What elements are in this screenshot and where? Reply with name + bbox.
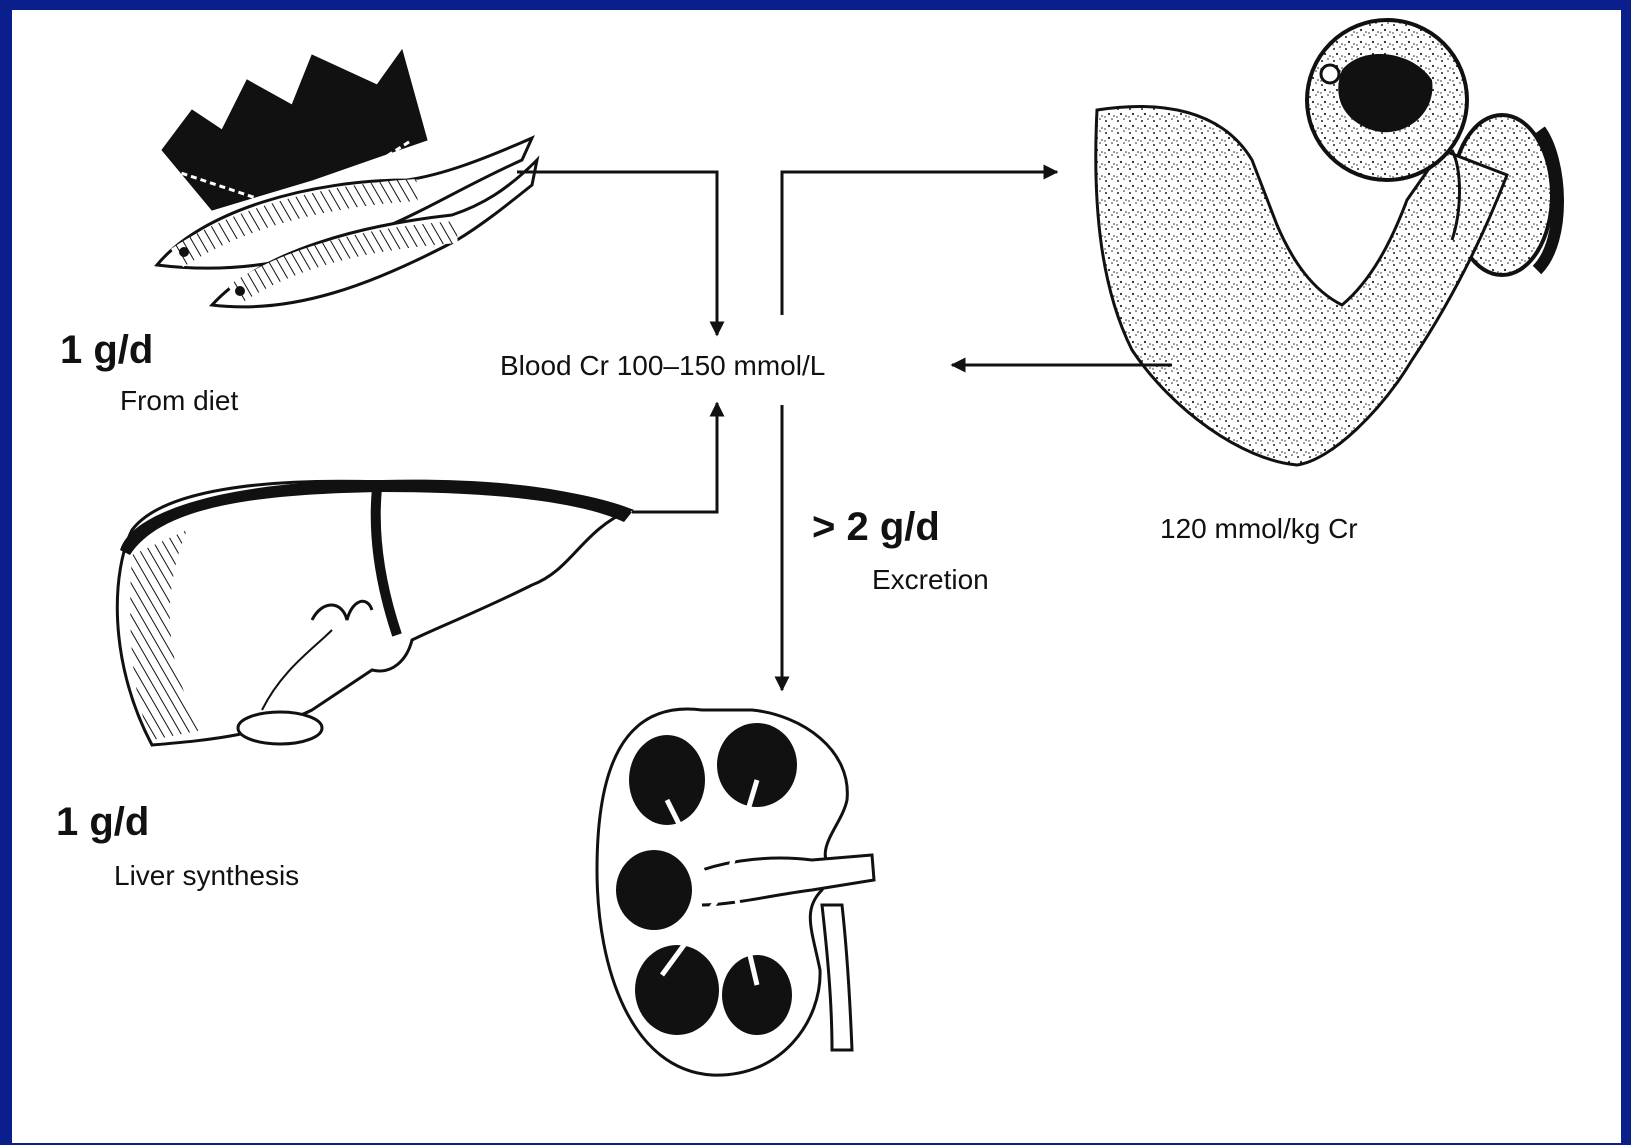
excretion-amount: > 2 g/d (812, 505, 940, 550)
flexed-arm-dumbbell-icon (1096, 20, 1558, 465)
excretion-caption: Excretion (872, 564, 989, 596)
muscle-caption: 120 mmol/kg Cr (1160, 513, 1358, 545)
liver-icon (117, 480, 632, 745)
diet-to-blood-arrow (517, 172, 717, 335)
diagram-page: 1 g/d From diet Blood Cr 100–150 mmol/L … (12, 10, 1621, 1143)
blood-to-muscle-arrow (782, 172, 1057, 315)
blood-creatine-label: Blood Cr 100–150 mmol/L (500, 350, 825, 382)
liver-caption: Liver synthesis (114, 860, 299, 892)
fish-icon (157, 50, 537, 307)
creatine-flow-diagram (12, 10, 1621, 1143)
liver-amount: 1 g/d (56, 800, 149, 845)
diet-caption: From diet (120, 385, 238, 417)
liver-to-blood-arrow (632, 403, 717, 512)
kidney-icon (597, 709, 874, 1075)
diet-amount: 1 g/d (60, 328, 153, 373)
